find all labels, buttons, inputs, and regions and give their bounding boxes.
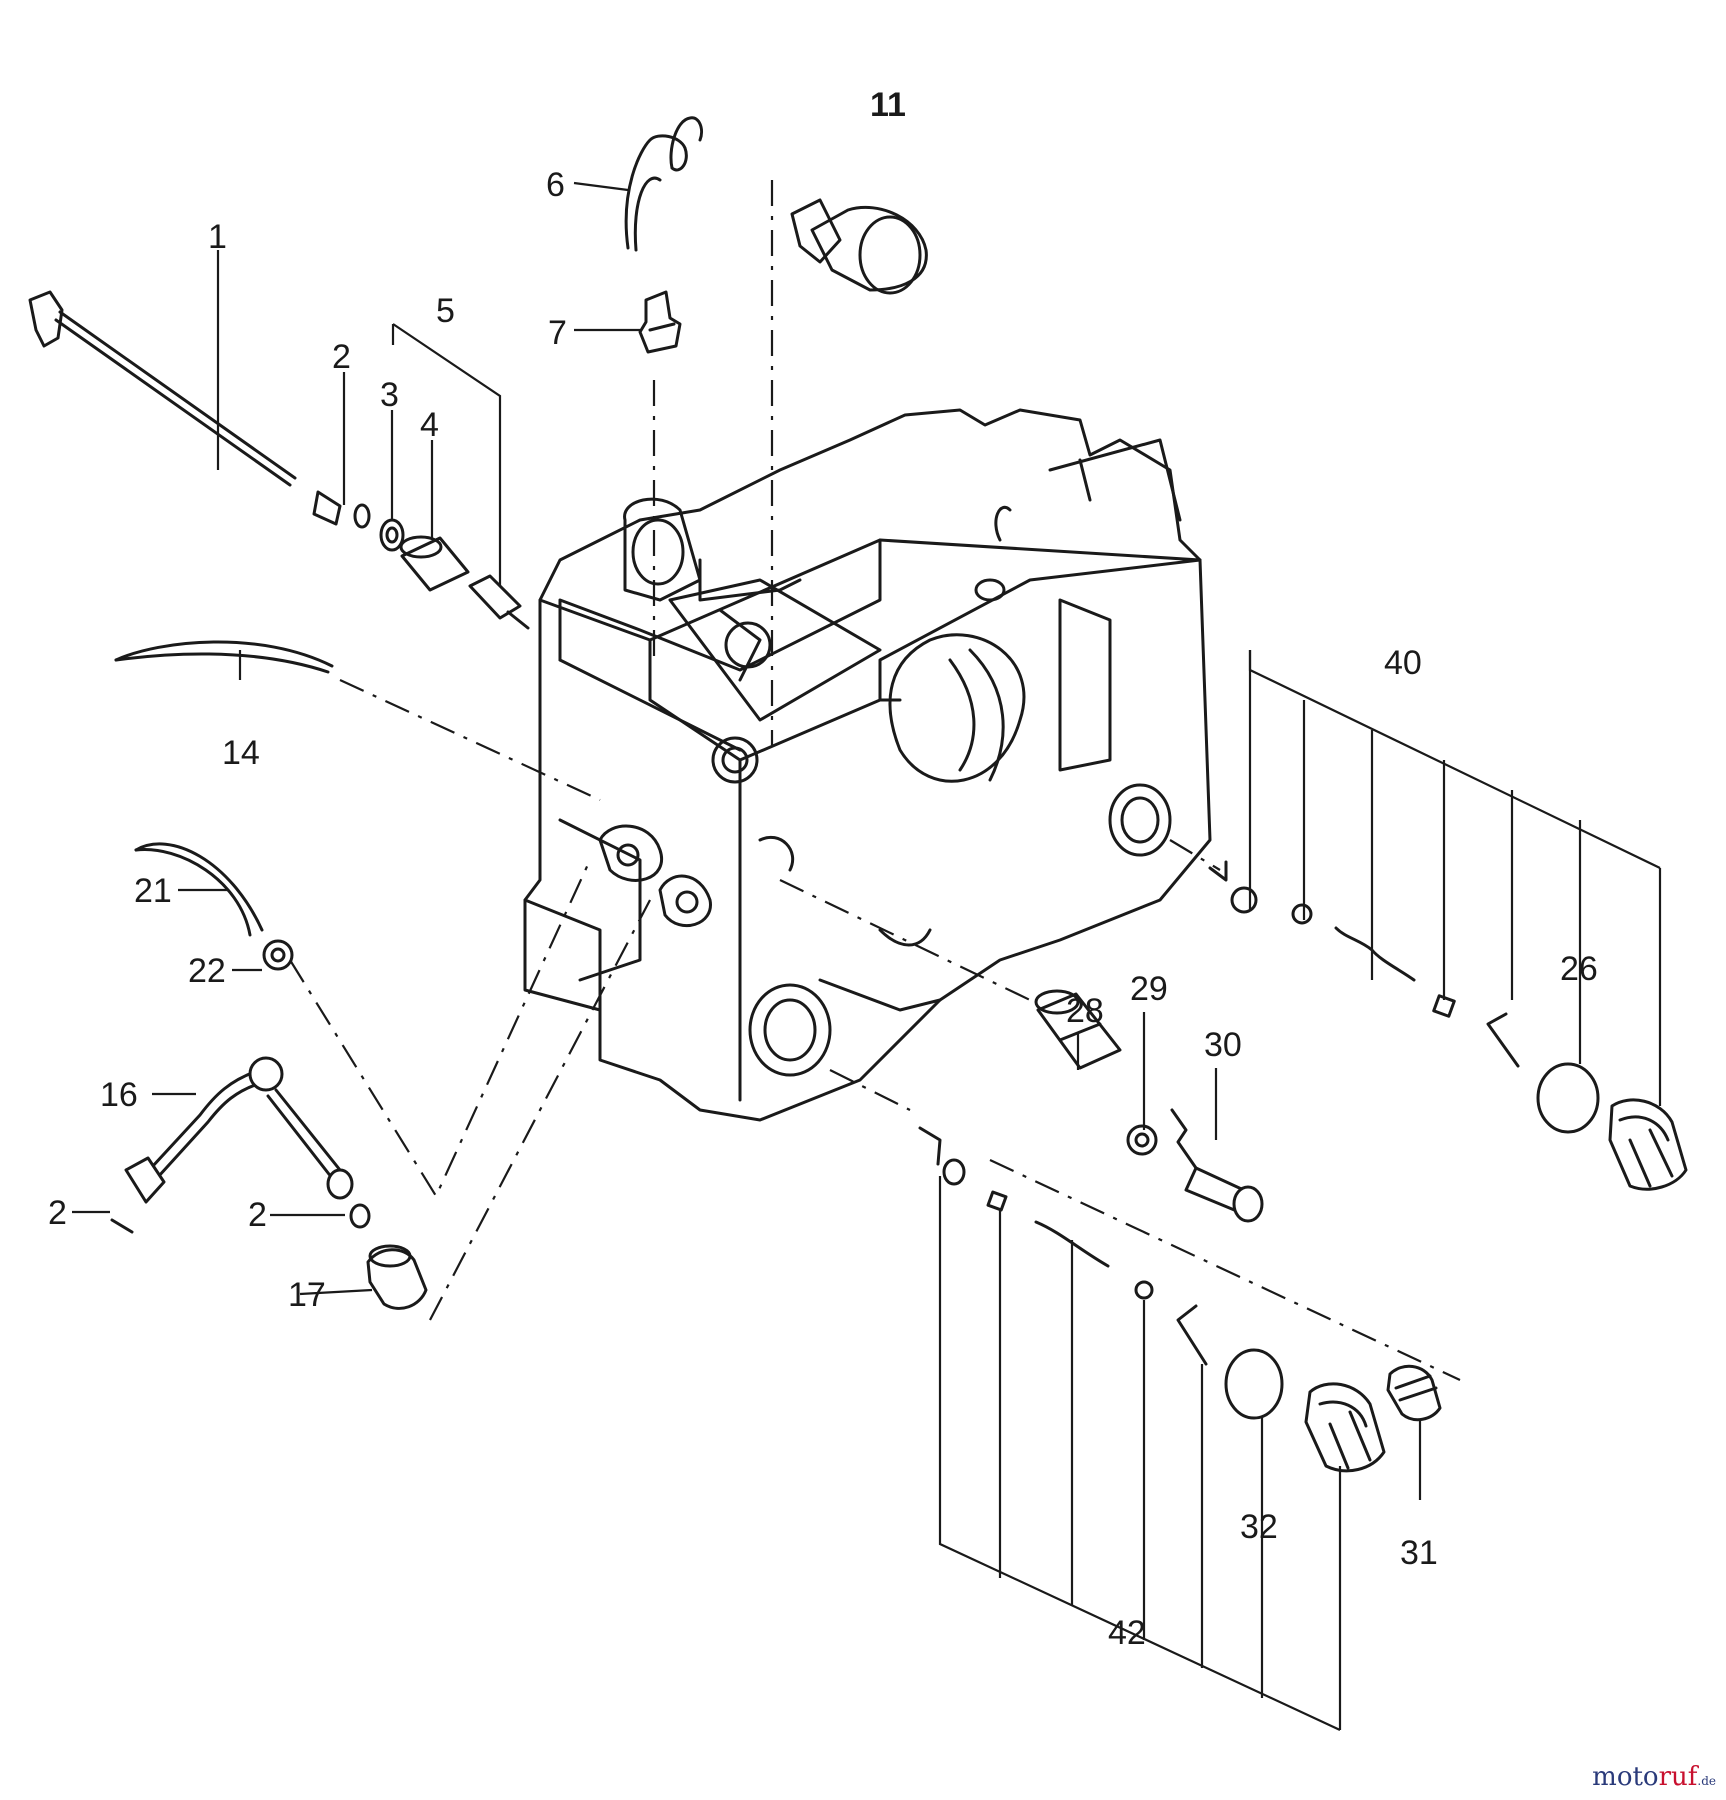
callout-2-upper: 2	[332, 338, 351, 376]
callout-11: 11	[870, 86, 906, 124]
part-26-o-ring	[1536, 1062, 1600, 1134]
assembly-lines	[289, 180, 1461, 1381]
callout-32: 32	[1240, 1508, 1278, 1546]
part-40-plug-assembly	[1208, 860, 1520, 1068]
callout-2-lower: 2	[248, 1196, 267, 1234]
part-29-gear	[1126, 1124, 1158, 1156]
part-2-lower-ring	[349, 1203, 371, 1229]
callouts: 1 2 3 4 5 6 7 11 14 21 22 16 2 2 17 40 2…	[48, 86, 1598, 1652]
part-2-left-clip	[110, 1218, 134, 1234]
callout-4: 4	[420, 406, 439, 444]
callout-31: 31	[1400, 1534, 1438, 1572]
part-31-plug	[1386, 1364, 1442, 1422]
part-30-pin	[1170, 1108, 1264, 1223]
callout-2-left: 2	[48, 1194, 67, 1232]
callout-6: 6	[546, 166, 565, 204]
callout-28: 28	[1066, 992, 1104, 1030]
callout-7: 7	[548, 314, 567, 352]
part-32-o-ring	[1224, 1348, 1284, 1420]
callout-30: 30	[1204, 1026, 1242, 1064]
part-16-oil-pipe	[124, 1056, 354, 1204]
part-22-nut	[262, 939, 294, 971]
part-42-plug-assembly	[918, 1126, 1208, 1366]
leader-lines	[72, 181, 1662, 1731]
watermark-logo: motoruf.de	[1592, 1762, 1716, 1792]
part-6-spring-clip	[624, 116, 704, 252]
callout-21: 21	[134, 872, 172, 910]
part-17-filter	[366, 1244, 428, 1310]
part-4-sleeve	[399, 535, 470, 592]
callout-42: 42	[1108, 1614, 1146, 1652]
part-7-fitting	[638, 290, 682, 354]
part-14-seal-strip	[114, 640, 334, 674]
part-2-o-ring	[353, 503, 371, 529]
crankcase-housing	[523, 408, 1212, 1122]
part-28-sleeve	[1034, 989, 1122, 1070]
callout-29: 29	[1130, 970, 1168, 1008]
callout-40: 40	[1384, 644, 1422, 682]
callout-22: 22	[188, 952, 226, 990]
callout-17: 17	[288, 1276, 326, 1314]
callout-14: 14	[222, 734, 260, 772]
part-5-bolt	[468, 574, 530, 630]
callout-1: 1	[208, 218, 227, 256]
part-40-plug	[1608, 1098, 1688, 1191]
part-21-hose	[134, 842, 264, 937]
part-11-cap	[790, 198, 928, 295]
part-1-dipstick	[28, 290, 342, 526]
callout-26: 26	[1560, 950, 1598, 988]
callout-16: 16	[100, 1076, 138, 1114]
callout-5: 5	[436, 292, 455, 330]
callout-3: 3	[380, 376, 399, 414]
part-42-plug	[1304, 1382, 1386, 1473]
